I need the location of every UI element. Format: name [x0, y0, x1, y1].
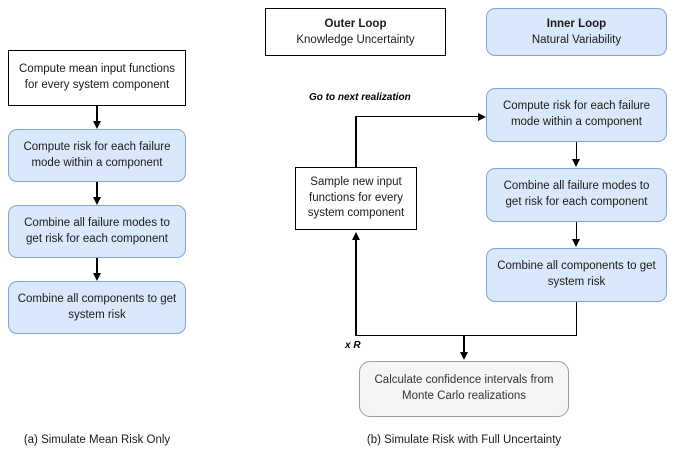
header-inner-loop-subtitle: Natural Variability	[531, 34, 622, 46]
edge-a3-a4	[96, 258, 98, 275]
edge-label-times-r: x R	[345, 340, 361, 351]
node-b-sample-new-input-functions: Sample new input functions for every sys…	[295, 167, 417, 230]
node-b-calculate-confidence-intervals: Calculate confidence intervals from Mont…	[359, 361, 569, 417]
header-inner-loop: Inner Loop Natural Variability	[486, 8, 667, 56]
caption-panel-b: (b) Simulate Risk with Full Uncertainty	[366, 434, 562, 446]
edge-a1-a2	[96, 106, 98, 123]
node-b-compute-risk-failure-mode: Compute risk for each failure mode withi…	[486, 88, 667, 142]
arrowhead-b1-b2	[572, 159, 580, 167]
node-b-combine-components: Combine all components to get system ris…	[486, 248, 667, 302]
node-a-combine-failure-modes: Combine all failure modes to get risk fo…	[8, 205, 186, 258]
edge-sample-right-segment	[355, 116, 479, 118]
caption-panel-a: (a) Simulate Mean Risk Only	[23, 434, 171, 446]
node-a-compute-mean-input-functions: Compute mean input functions for every s…	[8, 50, 186, 106]
arrowhead-a2-a3	[92, 197, 101, 205]
node-a-compute-risk-failure-mode: Compute risk for each failure mode withi…	[8, 129, 186, 182]
arrowhead-into-confidence-intervals	[459, 352, 468, 360]
arrowhead-b2-b3	[572, 239, 580, 247]
edge-b1-b2	[575, 142, 578, 160]
node-b-combine-failure-modes: Combine all failure modes to get risk fo…	[486, 168, 667, 222]
header-outer-loop-subtitle: Knowledge Uncertainty	[296, 34, 415, 46]
edge-sample-up-segment	[355, 116, 357, 167]
edge-label-go-to-next-realization: Go to next realization	[309, 92, 411, 103]
edge-b2-b3	[575, 222, 578, 240]
edge-branch-to-confidence-intervals	[463, 335, 465, 353]
node-a-combine-components: Combine all components to get system ris…	[8, 281, 186, 334]
edge-return-up-segment	[355, 240, 357, 335]
header-outer-loop-title: Outer Loop	[324, 17, 387, 30]
edge-return-horizontal-segment	[355, 335, 578, 337]
header-inner-loop-title: Inner Loop	[546, 17, 607, 30]
arrowhead-into-b1	[478, 112, 486, 121]
edge-b3-down-segment	[575, 302, 578, 336]
arrowhead-into-sample	[351, 232, 360, 240]
arrowhead-a3-a4	[92, 273, 101, 281]
header-outer-loop: Outer Loop Knowledge Uncertainty	[265, 8, 446, 56]
arrowhead-a1-a2	[92, 121, 101, 129]
edge-a2-a3	[96, 182, 98, 199]
